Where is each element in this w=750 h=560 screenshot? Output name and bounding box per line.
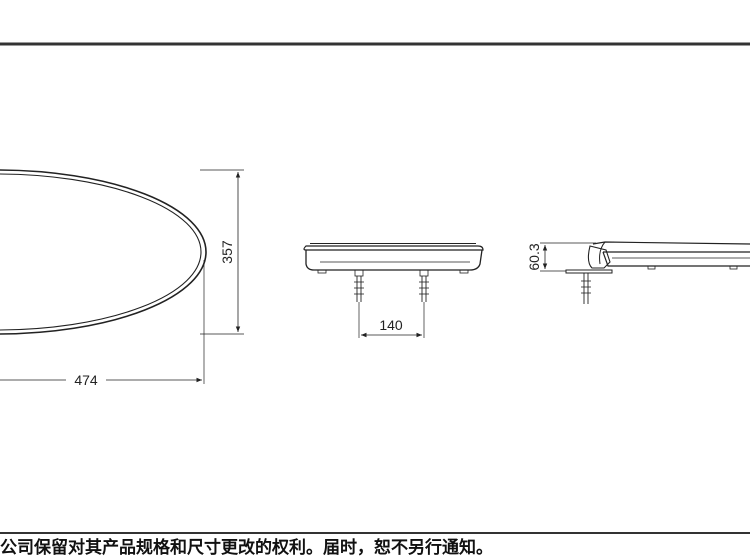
seat-body — [305, 249, 483, 271]
front-view: 140 — [303, 243, 484, 338]
hinge — [587, 245, 611, 269]
left-bolt — [354, 269, 364, 302]
top-height-label: 357 — [219, 240, 235, 264]
right-bolt — [419, 269, 429, 302]
seat-outline-outer — [0, 169, 207, 335]
mount-plate — [565, 269, 613, 274]
side-view: 60.3 — [526, 241, 750, 304]
top-width-label: 474 — [74, 372, 98, 388]
seat-outline-inner — [0, 173, 202, 331]
side-lid — [592, 241, 750, 245]
front-spacing-label: 140 — [379, 317, 403, 333]
side-seat-body — [602, 251, 750, 267]
top-view: 357 474 — [0, 169, 244, 389]
side-bolt — [581, 273, 591, 304]
side-height-label: 60.3 — [526, 243, 542, 270]
lid-profile — [303, 245, 484, 251]
disclaimer-text: 公司保留对其产品规格和尺寸更改的权利。届时，恕不另行通知。 — [0, 538, 493, 558]
